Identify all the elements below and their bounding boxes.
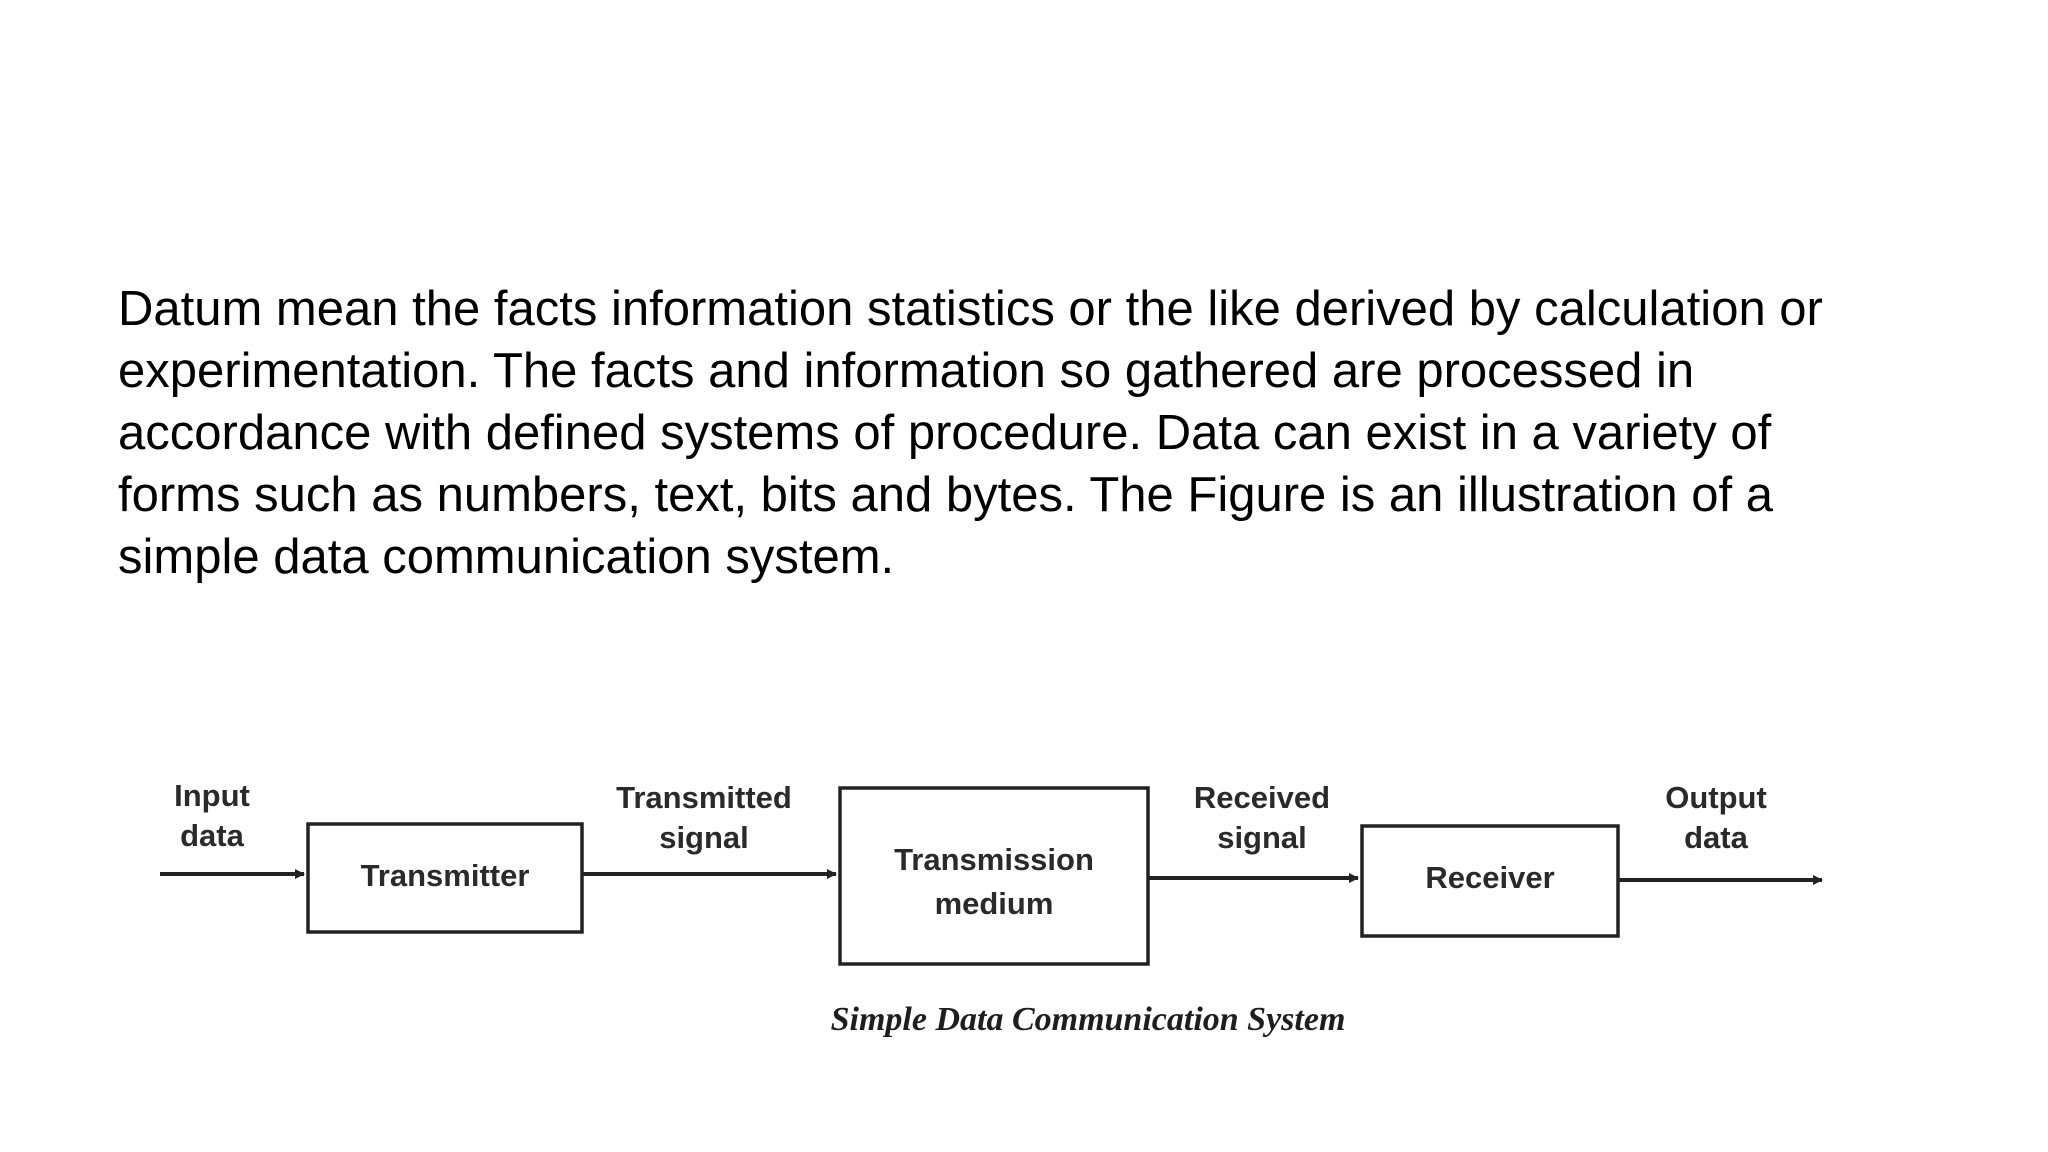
output-data-label: data <box>1684 820 1749 855</box>
output-data-label: Output <box>1665 780 1767 815</box>
received-signal-label: Received <box>1194 780 1330 815</box>
paragraph-line: forms such as numbers, text, bits and by… <box>118 468 1773 522</box>
figure-caption: Simple Data Communication System <box>831 1001 1346 1038</box>
input-data-label: data <box>180 818 245 853</box>
input-data-label: Input <box>174 778 250 813</box>
transmission-medium-label: Transmission <box>894 842 1094 877</box>
paragraph-line: Datum mean the facts information statist… <box>118 282 1823 336</box>
paragraph-line: accordance with defined systems of proce… <box>118 406 1772 460</box>
transmitted-signal-label: Transmitted <box>616 780 792 815</box>
transmission-medium-box <box>838 786 1150 966</box>
receiver-label: Receiver <box>1425 860 1554 895</box>
received-signal-label: signal <box>1217 820 1307 855</box>
transmitter-label: Transmitter <box>361 858 530 893</box>
paragraph-line: experimentation. The facts and informati… <box>118 344 1695 398</box>
transmitted-signal-label: signal <box>659 820 749 855</box>
body-paragraph: Datum mean the facts information statist… <box>118 278 1978 588</box>
transmission-medium-label: medium <box>935 886 1054 921</box>
transmitter-box <box>306 822 584 934</box>
paragraph-line: simple data communication system. <box>118 530 895 584</box>
